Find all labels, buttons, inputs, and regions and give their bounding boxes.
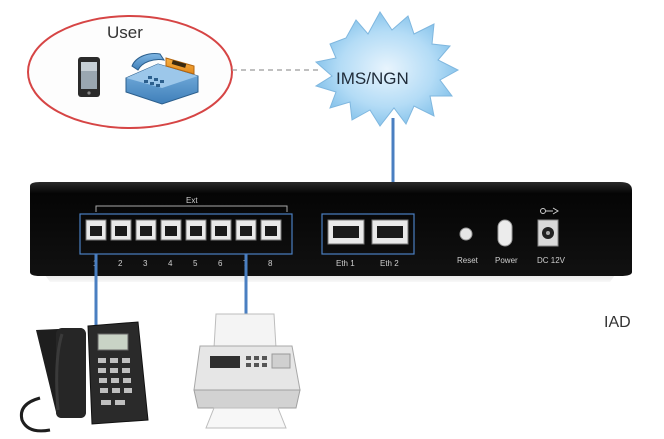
ext-port-2[interactable] xyxy=(110,219,132,241)
ext-port-number: 3 xyxy=(143,259,148,268)
power-button[interactable] xyxy=(497,219,513,247)
fax-machine-icon xyxy=(193,313,301,429)
user-label: User xyxy=(107,23,143,42)
ext-port-number: 5 xyxy=(193,259,198,268)
reset-label: Reset xyxy=(457,256,479,265)
eth-port-1[interactable] xyxy=(327,219,365,245)
iad-device: Ext 1 2 3 4 5 6 xyxy=(30,182,632,282)
ext-port-frame xyxy=(79,213,293,255)
user-group-oval xyxy=(27,15,233,129)
ext-port-number: 6 xyxy=(218,259,223,268)
ext-port-7[interactable] xyxy=(235,219,257,241)
ext-port-number: 4 xyxy=(168,259,173,268)
ext-port-number: 8 xyxy=(268,259,273,268)
cloud-shape xyxy=(314,11,460,127)
ext-group-label: Ext xyxy=(186,196,198,205)
reset-button[interactable] xyxy=(459,227,473,241)
ims-ngn-cloud: IMS/NGN xyxy=(314,11,460,127)
eth-port-label: Eth 1 xyxy=(336,259,355,268)
ext-port-3[interactable] xyxy=(135,219,157,241)
dc-label: DC 12V xyxy=(537,256,566,265)
dc-power-icon xyxy=(540,207,559,215)
mobile-phone-icon xyxy=(78,57,100,97)
dc-jack[interactable] xyxy=(537,219,559,247)
eth-port-frame xyxy=(321,213,415,255)
ext-port-6[interactable] xyxy=(210,219,232,241)
ext-port-number: 2 xyxy=(118,259,123,268)
iad-label: IAD xyxy=(604,314,631,331)
ext-port-1[interactable] xyxy=(85,219,107,241)
ext-bracket xyxy=(95,205,288,212)
ext-port-5[interactable] xyxy=(185,219,207,241)
eth-port-label: Eth 2 xyxy=(380,259,399,268)
eth-port-2[interactable] xyxy=(371,219,409,245)
desk-phone-icon xyxy=(125,53,199,105)
power-label: Power xyxy=(495,256,518,265)
user-group: User xyxy=(27,15,233,129)
ip-phone-icon xyxy=(19,321,149,433)
cloud-label: IMS/NGN xyxy=(336,69,409,88)
ext-port-4[interactable] xyxy=(160,219,182,241)
ext-port-8[interactable] xyxy=(260,219,282,241)
